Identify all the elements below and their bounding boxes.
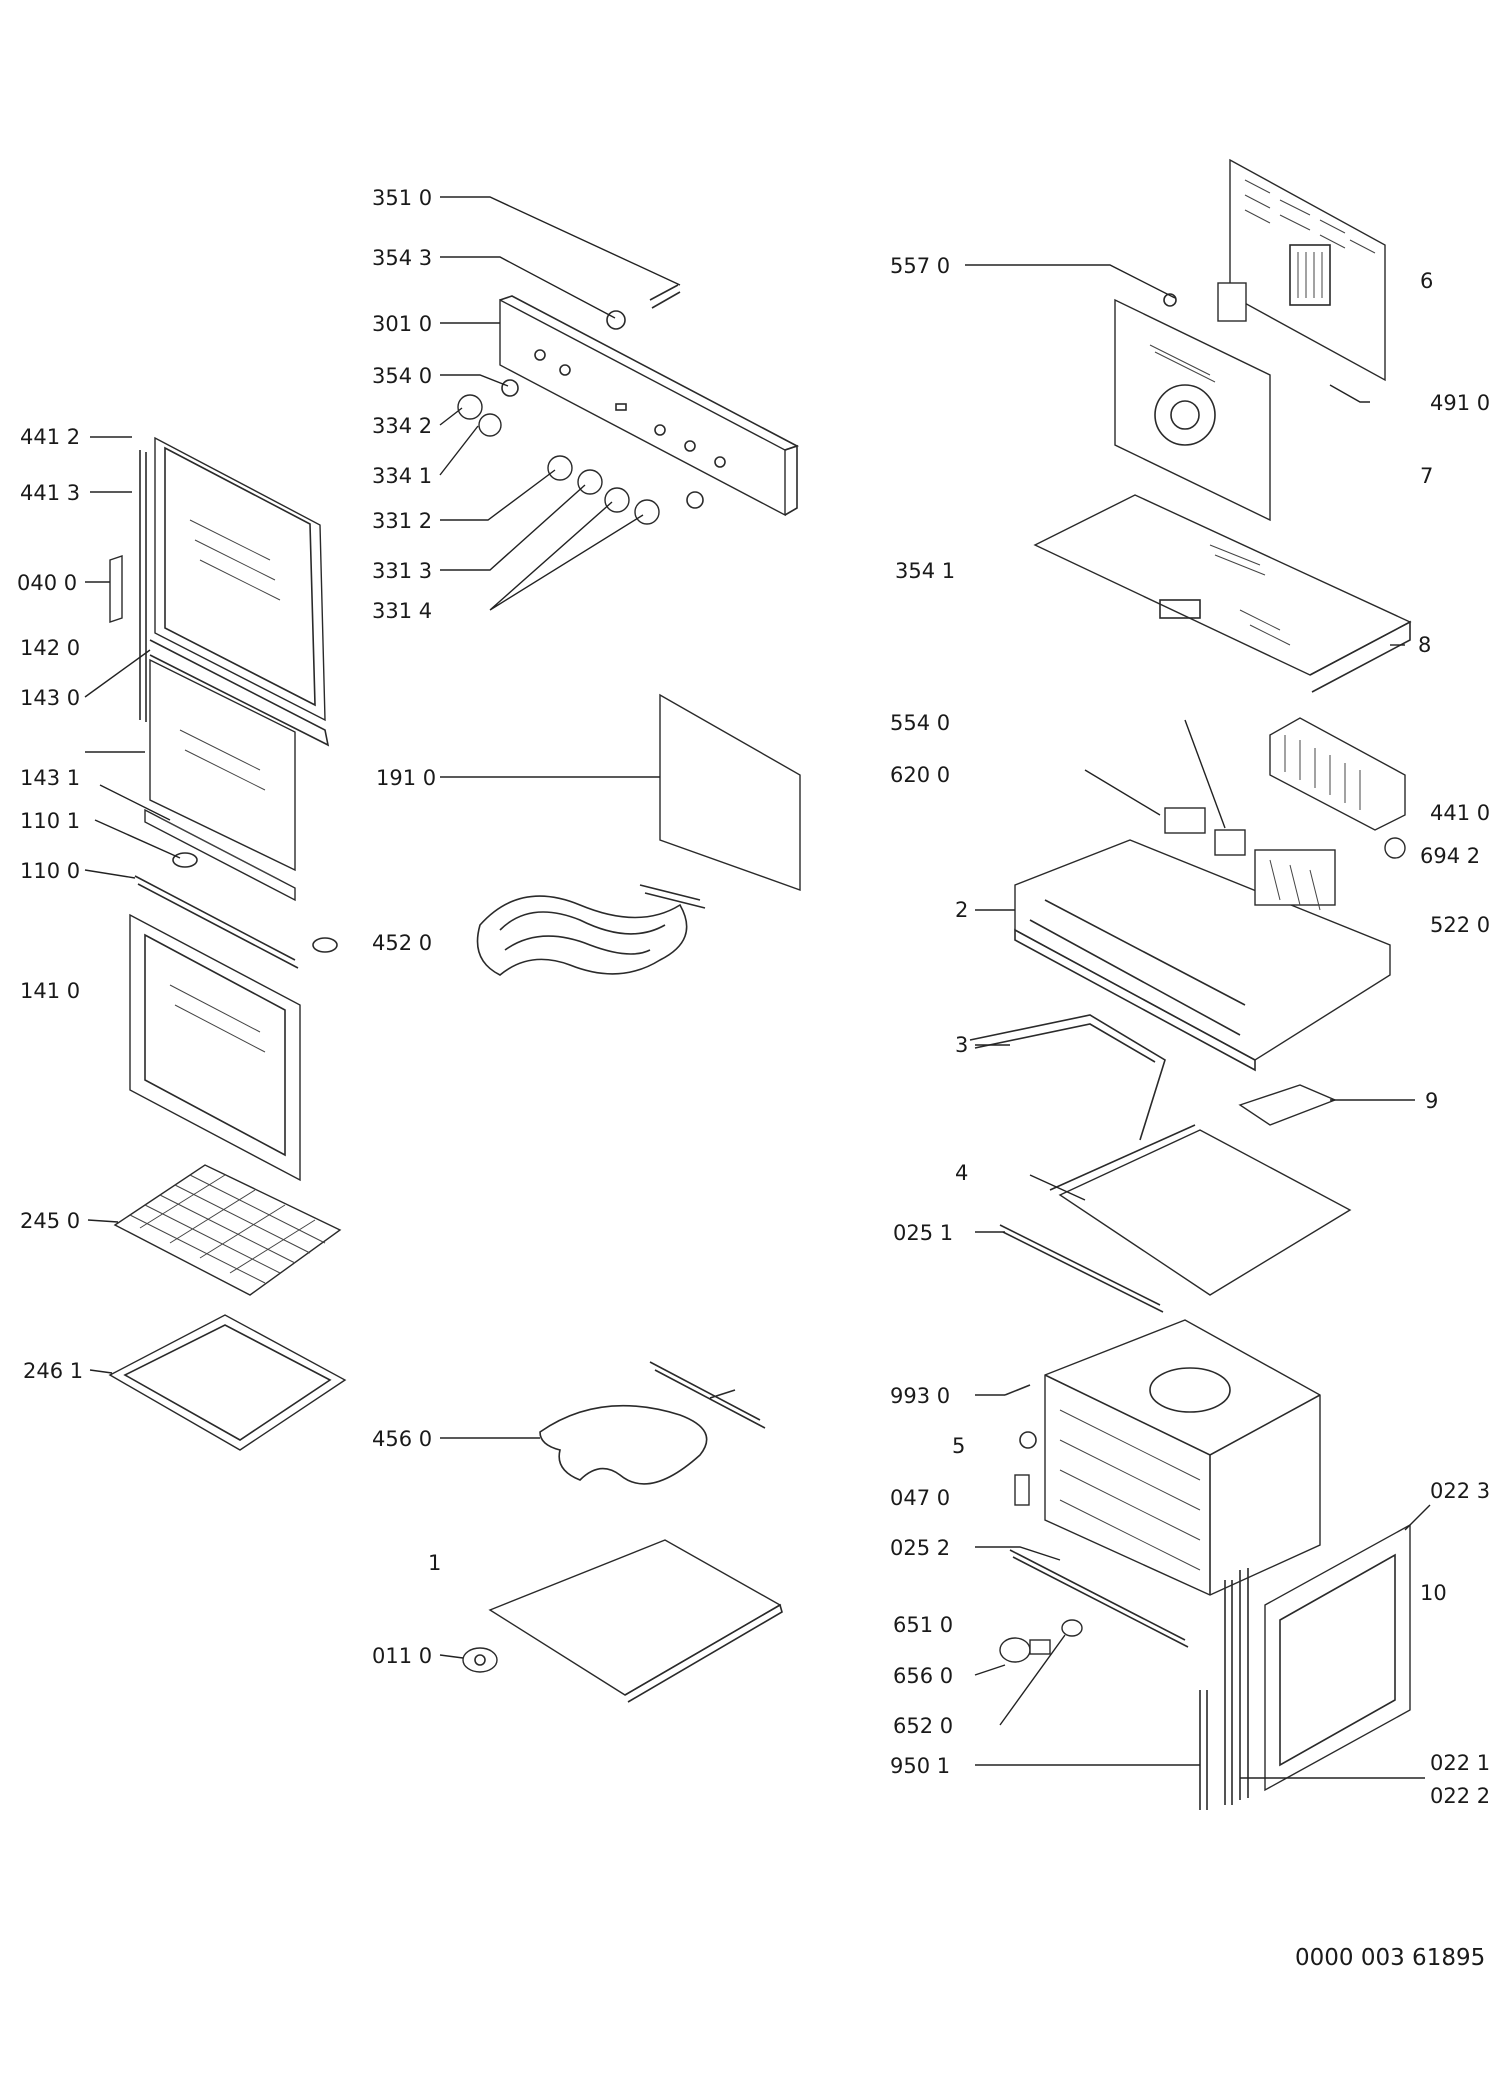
callout-143-0: 143 0 <box>20 686 80 710</box>
callout-554-0: 554 0 <box>890 711 950 735</box>
wire-shelf-drawing <box>113 1164 342 1296</box>
callout-10: 10 <box>1420 1581 1447 1605</box>
callout-1: 1 <box>428 1551 441 1575</box>
grill-element-drawing <box>476 884 706 976</box>
callout-9: 9 <box>1425 1089 1438 1113</box>
callout-141-0: 141 0 <box>20 979 80 1003</box>
callout-334-2: 334 2 <box>372 414 432 438</box>
baking-tray-drawing <box>108 1314 347 1451</box>
inner-door-drawing <box>1199 1523 1411 1810</box>
callout-7: 7 <box>1420 464 1433 488</box>
door-strip-drawing <box>144 808 296 902</box>
fan-cover-drawing <box>1114 293 1271 522</box>
callout-022-2: 022 2 <box>1430 1784 1490 1808</box>
callout-331-3: 331 3 <box>372 559 432 583</box>
cooling-fan-drawing <box>1269 717 1406 859</box>
callout-354-3: 354 3 <box>372 246 432 270</box>
callout-491-0: 491 0 <box>1430 391 1490 415</box>
callout-694-2: 694 2 <box>1420 844 1480 868</box>
door-frame-drawing <box>109 436 330 747</box>
callout-246-1: 246 1 <box>23 1359 83 1383</box>
bottom-plate-drawing <box>462 1539 783 1703</box>
callout-047-0: 047 0 <box>890 1486 950 1510</box>
callout-8: 8 <box>1418 633 1431 657</box>
callout-456-0: 456 0 <box>372 1427 432 1451</box>
callout-620-0: 620 0 <box>890 763 950 787</box>
callout-452-0: 452 0 <box>372 931 432 955</box>
callout-4: 4 <box>955 1161 968 1185</box>
callout-522-0: 522 0 <box>1430 913 1490 937</box>
oven-cavity-drawing <box>1009 1319 1321 1648</box>
callout-245-0: 245 0 <box>20 1209 80 1233</box>
callout-301-0: 301 0 <box>372 312 432 336</box>
callout-441-3: 441 3 <box>20 481 80 505</box>
callout-331-2: 331 2 <box>372 509 432 533</box>
callout-110-0: 110 0 <box>20 859 80 883</box>
callout-652-0: 652 0 <box>893 1714 953 1738</box>
rear-board-drawing <box>1217 158 1386 382</box>
control-housing-drawing <box>1014 839 1391 1072</box>
leader-lines <box>84 196 1431 1779</box>
callout-022-1: 022 1 <box>1430 1751 1490 1775</box>
relay-switch-drawing <box>1164 807 1246 856</box>
callout-191-0: 191 0 <box>376 766 436 790</box>
callout-351-0: 351 0 <box>372 186 432 210</box>
callout-025-1: 025 1 <box>893 1221 953 1245</box>
callout-441-2: 441 2 <box>20 425 80 449</box>
callout-011-0: 011 0 <box>372 1644 432 1668</box>
top-cover-drawing <box>1033 494 1412 693</box>
outer-door-drawing <box>129 913 301 1182</box>
callout-022-3: 022 3 <box>1430 1479 1490 1503</box>
cavity-top-plate-drawing <box>999 1124 1352 1313</box>
document-number: 0000 003 61895 <box>1295 1945 1485 1971</box>
knobs-drawing <box>457 284 704 525</box>
callout-labels: 351 0 354 3 301 0 354 0 334 2 334 1 331 … <box>17 186 1490 1808</box>
callout-110-1: 110 1 <box>20 809 80 833</box>
callout-557-0: 557 0 <box>890 254 950 278</box>
callout-950-1: 950 1 <box>890 1754 950 1778</box>
callout-3: 3 <box>955 1033 968 1057</box>
callout-354-1: 354 1 <box>895 559 955 583</box>
door-rod-drawing <box>134 852 338 969</box>
control-panel-drawing <box>499 295 800 517</box>
callout-651-0: 651 0 <box>893 1613 953 1637</box>
callout-441-0: 441 0 <box>1430 801 1490 825</box>
rear-panel-191-drawing <box>659 693 801 891</box>
callout-656-0: 656 0 <box>893 1664 953 1688</box>
rail-3-drawing <box>969 1014 1166 1141</box>
inner-glass-drawing <box>149 658 296 872</box>
callout-6: 6 <box>1420 269 1433 293</box>
callout-040-0: 040 0 <box>17 571 77 595</box>
callout-354-0: 354 0 <box>372 364 432 388</box>
callout-5: 5 <box>952 1434 965 1458</box>
control-knob-drawing <box>999 1619 1083 1663</box>
callout-142-0: 142 0 <box>20 636 80 660</box>
callout-143-1: 143 1 <box>20 766 80 790</box>
callout-025-2: 025 2 <box>890 1536 950 1560</box>
callout-2: 2 <box>955 898 968 922</box>
small-parts-drawing <box>1004 1384 1037 1506</box>
callout-993-0: 993 0 <box>890 1384 950 1408</box>
lower-element-drawing <box>539 1361 766 1485</box>
part-9-drawing <box>1238 1084 1337 1126</box>
callout-334-1: 334 1 <box>372 464 432 488</box>
callout-331-4: 331 4 <box>372 599 432 623</box>
